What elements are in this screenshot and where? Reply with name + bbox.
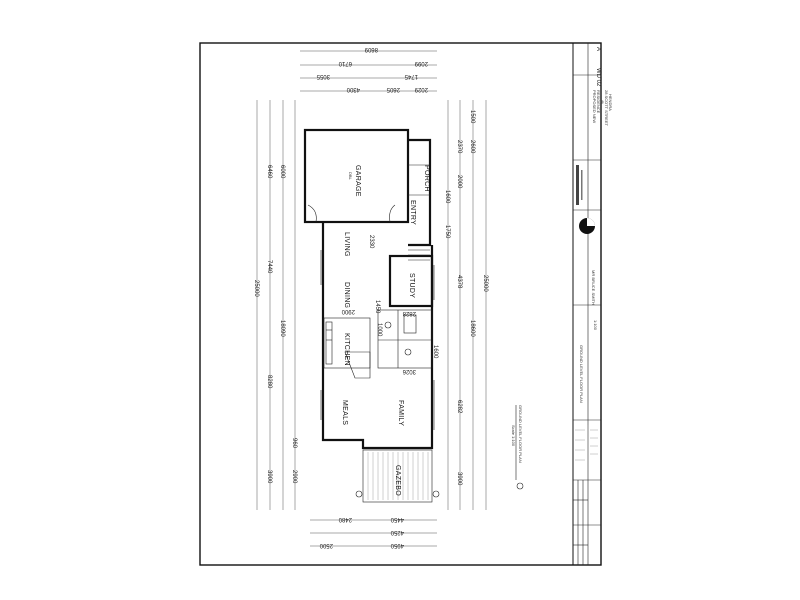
dim-right-inner-4: 3900	[456, 472, 462, 486]
dim-top-row4-c: 2029	[414, 86, 428, 92]
sheet-scale: 1:100	[593, 320, 598, 331]
dim-bottom-row3-a: 2500	[319, 542, 333, 548]
dim-top-row2-b: 2099	[414, 60, 428, 66]
dim-right-inner-1: 1600	[444, 190, 450, 204]
dim-left-mid-4: 8280	[266, 375, 272, 389]
room-label-study: STUDY	[408, 273, 415, 298]
dim-top-row2-a: 6710	[338, 60, 352, 66]
room-label-kitchen: KITCHEN	[343, 333, 350, 366]
dim-interior-4: 1000	[376, 323, 382, 337]
floor-plan	[303, 128, 435, 450]
dim-bottom-row1-a: 2480	[338, 516, 352, 522]
dim-bottom-row2-a: 4250	[390, 529, 404, 535]
dim-top-row3-b: 1745	[404, 73, 418, 79]
project-line-1: PROPOSED NEW	[592, 90, 597, 123]
revision-letter: A	[595, 47, 601, 51]
dim-left-mid-3: 18090	[279, 320, 285, 337]
plan-title-text: GROUND LEVEL FLOOR PLAN	[518, 405, 523, 463]
gazebo	[355, 449, 440, 503]
dim-left-outer: 25000	[253, 280, 259, 297]
room-label-porch: PORCH	[423, 165, 430, 192]
room-label-garage: GARAGE	[354, 165, 361, 197]
dim-left-inner-3: 2900	[291, 470, 297, 484]
dim-bottom-row3-b: 4950	[390, 542, 404, 548]
dim-interior-3: 2900	[341, 308, 355, 314]
dim-right-inner-3: 6282	[456, 400, 462, 414]
title-block: WD 02 A PROPOSED NEW RESIDENCE @ 28 SCOT…	[572, 43, 613, 565]
room-label-dining: DINING	[343, 282, 350, 308]
dim-right-mid-3: 2600	[469, 140, 475, 154]
dim-interior-1: 2330	[368, 235, 374, 249]
dim-left-mid-2: 7440	[266, 260, 272, 274]
dim-top-overall: 8609	[364, 46, 378, 52]
project-line-2: RESIDENCE	[596, 90, 601, 114]
dim-top-row4-a: 4300	[346, 86, 360, 92]
room-label-living: LIVING	[343, 232, 350, 257]
dim-interior-7: 1600	[432, 345, 438, 359]
room-label-entry: ENTRY	[409, 200, 416, 225]
kitchen-walls	[323, 317, 371, 369]
dim-top-row3-a: 3055	[316, 73, 330, 79]
dim-right-mid-6: 18600	[469, 320, 475, 337]
dim-bottom-row1-b: 4450	[390, 516, 404, 522]
plan-title: GROUND LEVEL FLOOR PLAN Scale 1:100	[511, 405, 524, 490]
dim-right-mid-4: 2000	[456, 175, 462, 189]
room-label-gazebo: GAZEBO	[394, 465, 401, 496]
architect-logo	[576, 165, 595, 234]
garage-walls	[303, 128, 410, 224]
dim-right-inner-2: 1750	[444, 225, 450, 239]
dim-interior-2: 1450	[374, 300, 380, 314]
project-line-3: @	[600, 100, 605, 104]
dim-right-mid-2: 2370	[456, 140, 462, 154]
room-label-garage-note: DBL	[348, 172, 353, 181]
client-name: MR BRUCE SMITH	[591, 270, 596, 305]
dim-top-row4-b: 2605	[386, 86, 400, 92]
dim-interior-8: 960	[291, 438, 297, 449]
room-label-meals: MEALS	[341, 400, 348, 425]
dim-left-inner-1: 6000	[279, 165, 285, 179]
drawing-number: WD 02	[595, 68, 601, 87]
project-line-4: 28 SCOTT STREET	[604, 90, 609, 126]
dimension-lines	[256, 50, 487, 547]
dim-interior-5: 2828	[402, 310, 416, 316]
project-line-5: HENDRA	[608, 94, 613, 111]
sheet-title: GROUND LEVEL FLOOR PLAN	[579, 345, 584, 403]
project-title: PROPOSED NEW RESIDENCE @ 28 SCOTT STREET…	[592, 90, 613, 126]
dim-left-inner-2: 3900	[266, 470, 272, 484]
dim-right-mid-1: 1500	[469, 110, 475, 124]
dim-left-mid-1: 6460	[266, 165, 272, 179]
study-walls	[388, 254, 434, 308]
dim-right-outer: 25000	[482, 275, 488, 292]
dim-right-mid-5: 4378	[456, 275, 462, 289]
plan-scale-text: Scale 1:100	[511, 425, 516, 447]
dim-interior-6: 3026	[402, 368, 416, 374]
room-label-family: FAMILY	[397, 400, 404, 426]
